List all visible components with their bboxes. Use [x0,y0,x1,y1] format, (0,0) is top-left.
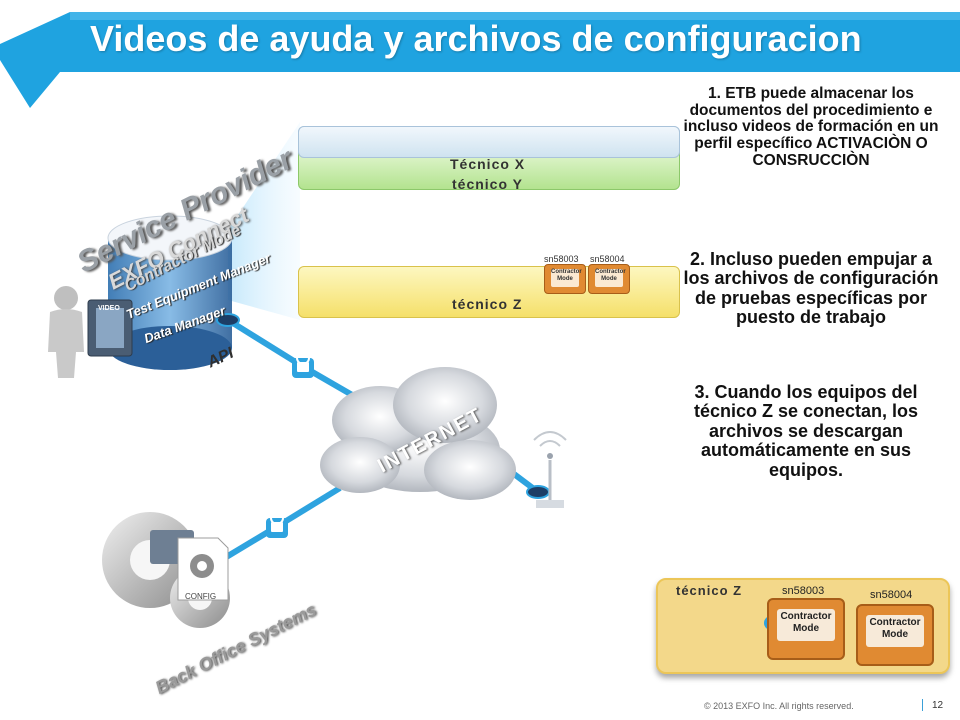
device-serial: sn58003 [544,254,579,264]
copyright: © 2013 EXFO Inc. All rights reserved. [704,701,854,711]
device-serial: sn58003 [782,585,825,597]
device-serial: sn58004 [870,589,913,601]
config-label: CONFIG [185,592,217,601]
device-screen: Contractor Mode [866,615,924,647]
device-serial: sn58004 [590,254,625,264]
device-screen: Contractor Mode [595,269,626,287]
callout-1: 1. ETB puede almacenar los documentos de… [683,85,939,169]
callout-2: 2. Incluso pueden empujar a los archivos… [683,249,939,328]
callout-3: 3. Cuando los equipos del técnico Z se c… [693,382,919,480]
device-screen: Contractor Mode [551,269,582,287]
profile-label-tecnico-z: técnico Z [452,296,523,312]
page-number: 12 [932,700,944,711]
screen-line: Contractor [869,617,921,628]
device-tile: Contractor Mode [544,264,586,294]
panel-title: técnico Z [676,583,743,598]
screen-line: Contractor [780,611,832,622]
screen-line: Mode [881,628,909,640]
device-screen: Contractor Mode [777,609,835,641]
profile-bar-tecnico-x-top [298,126,680,158]
video-label: VIDEO [98,305,120,312]
profile-label-tecnico-y: técnico Y [452,176,523,192]
page-title: Videos de ayuda y archivos de configurac… [90,18,862,59]
title-banner [0,12,960,108]
profile-label-tecnico-x: Técnico X [450,156,526,172]
device-tile: Contractor Mode [856,604,934,666]
device-tile: Contractor Mode [588,264,630,294]
page-separator [922,699,923,711]
device-tile: Contractor Mode [767,598,845,660]
screen-line: Mode [792,622,820,634]
